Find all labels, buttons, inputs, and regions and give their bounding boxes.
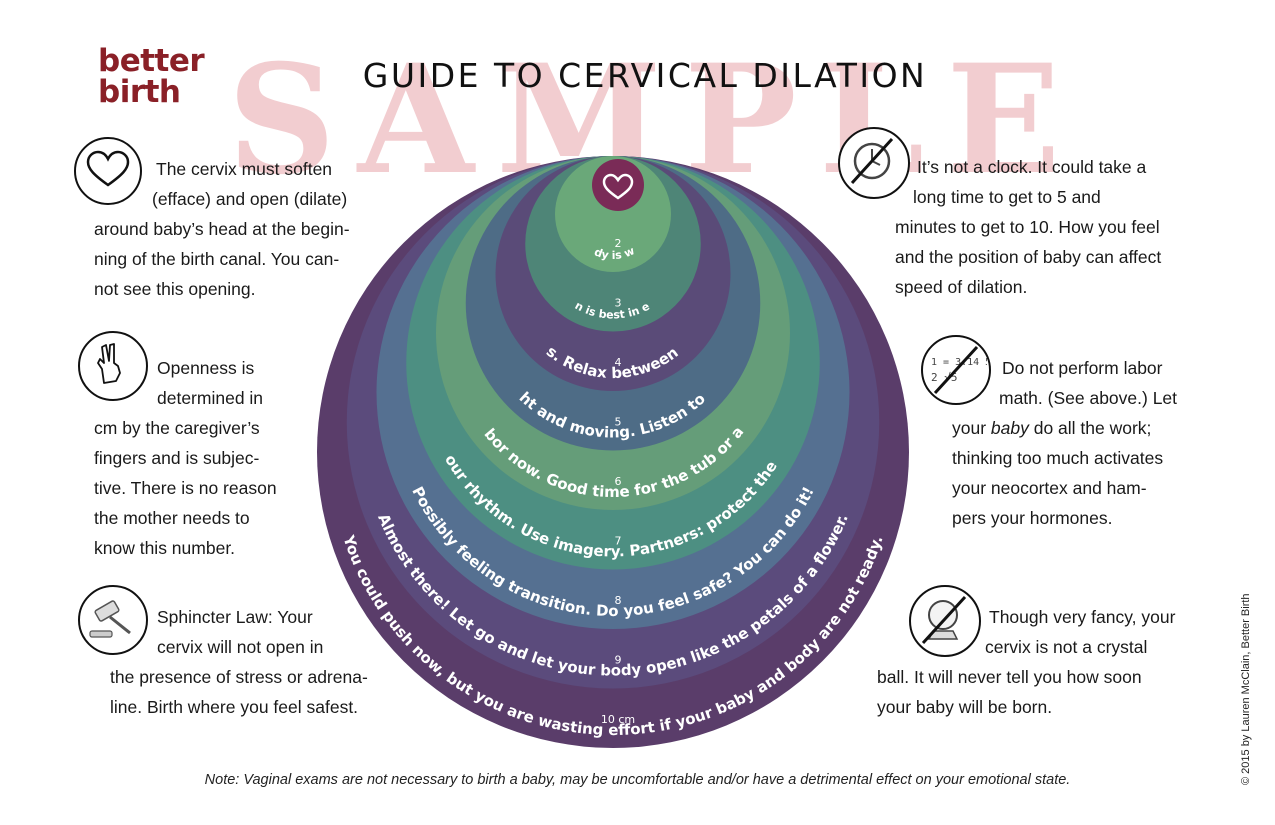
two-fingers-icon — [78, 331, 148, 401]
note-labor-math: Do not perform labor math. (See above.) … — [952, 358, 1178, 528]
stage-cm-label-10: 10 cm — [601, 713, 635, 726]
heart-icon — [74, 137, 142, 205]
gavel-icon — [78, 585, 148, 655]
note-openness: Openness is determined in cm by the care… — [94, 358, 277, 558]
no-clock-icon — [838, 127, 910, 199]
note-cervix-soften: The cervix must soften (efface) and open… — [94, 159, 350, 299]
logo-line-2: birth — [98, 74, 181, 110]
footnote: Note: Vaginal exams are not necessary to… — [204, 772, 1071, 788]
better-birth-logo: better birth — [98, 43, 205, 110]
stage-cm-label-6: 6 — [615, 475, 622, 488]
note-crystal-ball: Though very fancy, your cervix is not a … — [877, 607, 1176, 717]
stage-cm-label-7: 7 — [615, 535, 622, 548]
note-not-a-clock: It’s not a clock. It could take a long t… — [895, 157, 1162, 297]
copyright: © 2015 by Lauren McClain, Better Birth — [1240, 593, 1252, 785]
logo-line-1: better — [98, 43, 205, 79]
math-scribble: 1 = 3.14 5 101 = 5 2 — [931, 357, 987, 368]
no-math-icon: 1 = 3.14 5 101 = 5 22 √5 — [921, 335, 991, 405]
no-crystal-ball-icon — [909, 585, 981, 657]
dilation-diagram: Your body is working.2Distraction is bes… — [304, 136, 915, 754]
note-sphincter-law: Sphincter Law: Your cervix will not open… — [110, 607, 368, 717]
center-heart-badge — [592, 159, 644, 211]
stage-cm-label-3: 3 — [615, 297, 622, 310]
stage-cm-label-4: 4 — [615, 356, 622, 369]
stage-cm-label-5: 5 — [615, 416, 622, 429]
page-title: GUIDE TO CERVICAL DILATION — [362, 56, 928, 95]
stage-cm-label-2: 2 — [615, 237, 622, 250]
center-heart-icon — [602, 173, 634, 200]
stage-cm-label-8: 8 — [615, 594, 622, 607]
stage-cm-label-9: 9 — [615, 654, 622, 667]
